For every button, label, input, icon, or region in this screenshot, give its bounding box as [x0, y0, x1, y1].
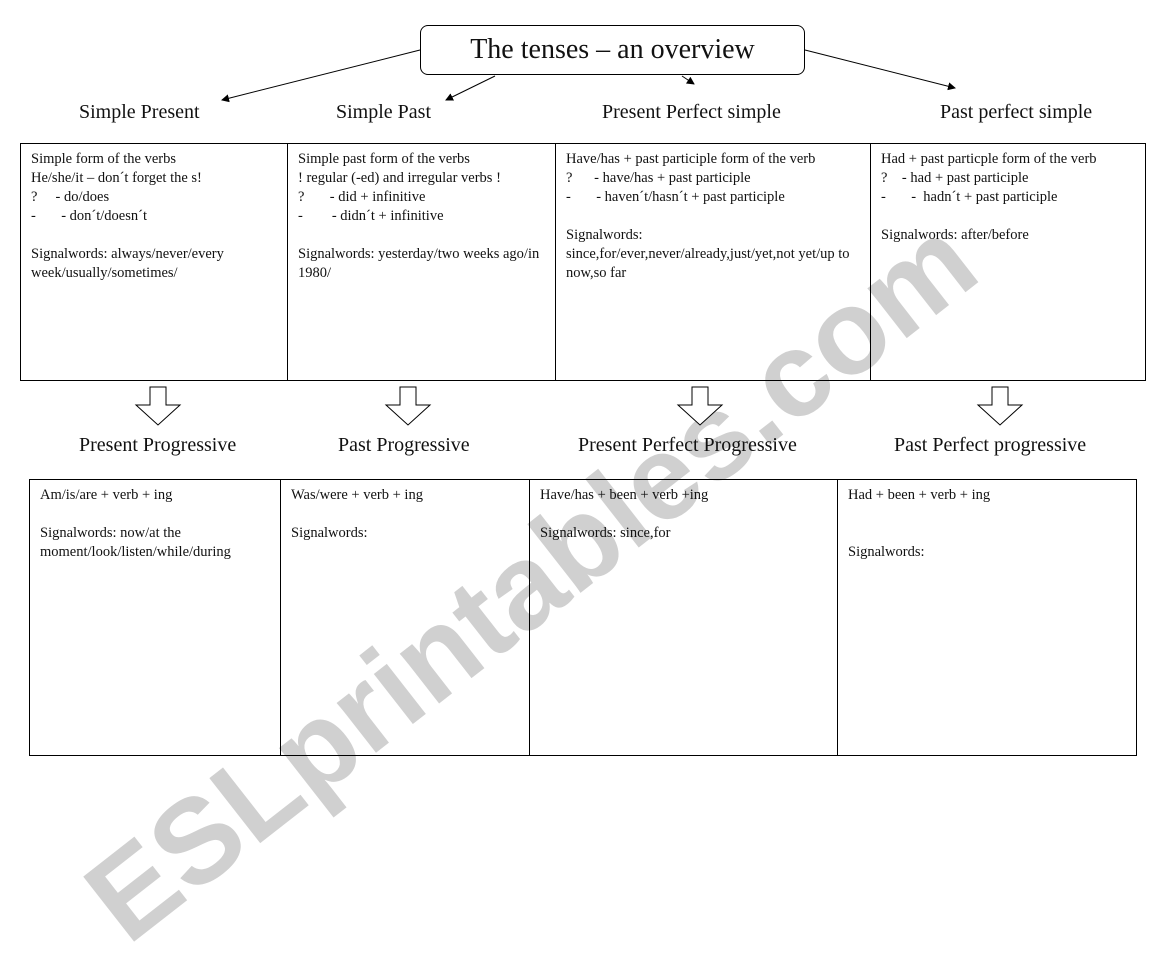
heading-present-perfect-progressive: Present Perfect Progressive [578, 434, 797, 456]
progressive-tenses-table: Am/is/are + verb + ing Signalwords: now/… [29, 479, 1137, 756]
cell-present-perfect-simple: Have/has + past participle form of the v… [555, 143, 871, 381]
heading-simple-present: Simple Present [79, 101, 200, 123]
cell-simple-present: Simple form of the verbs He/she/it – don… [20, 143, 288, 381]
cell-present-progressive: Am/is/are + verb + ing Signalwords: now/… [29, 479, 281, 756]
down-arrow-icon [134, 386, 182, 426]
down-arrow-icon [384, 386, 432, 426]
heading-present-perfect-simple: Present Perfect simple [602, 101, 781, 123]
arrow-present-perfect [681, 75, 695, 85]
arrow-past-perfect [804, 49, 956, 91]
down-arrow-icon [676, 386, 724, 426]
page-title: The tenses – an overview [420, 25, 805, 75]
down-arrow-icon [976, 386, 1024, 426]
cell-past-perfect-simple: Had + past particple form of the verb ? … [870, 143, 1146, 381]
cell-past-progressive: Was/were + verb + ing Signalwords: [280, 479, 530, 756]
simple-tenses-table: Simple form of the verbs He/she/it – don… [20, 143, 1146, 381]
heading-past-perfect-simple: Past perfect simple [940, 101, 1093, 123]
heading-simple-past: Simple Past [336, 101, 432, 123]
heading-past-progressive: Past Progressive [338, 434, 470, 456]
cell-simple-past: Simple past form of the verbs ! regular … [287, 143, 556, 381]
heading-past-perfect-progressive: Past Perfect progressive [894, 434, 1087, 456]
cell-past-perfect-progressive: Had + been + verb + ing Signalwords: [837, 479, 1137, 756]
arrows [134, 49, 1024, 426]
heading-present-progressive: Present Progressive [79, 434, 237, 456]
cell-present-perfect-progressive: Have/has + been + verb +ing Signalwords:… [529, 479, 838, 756]
arrow-simple-past [445, 75, 496, 101]
arrow-simple-present [221, 49, 421, 103]
